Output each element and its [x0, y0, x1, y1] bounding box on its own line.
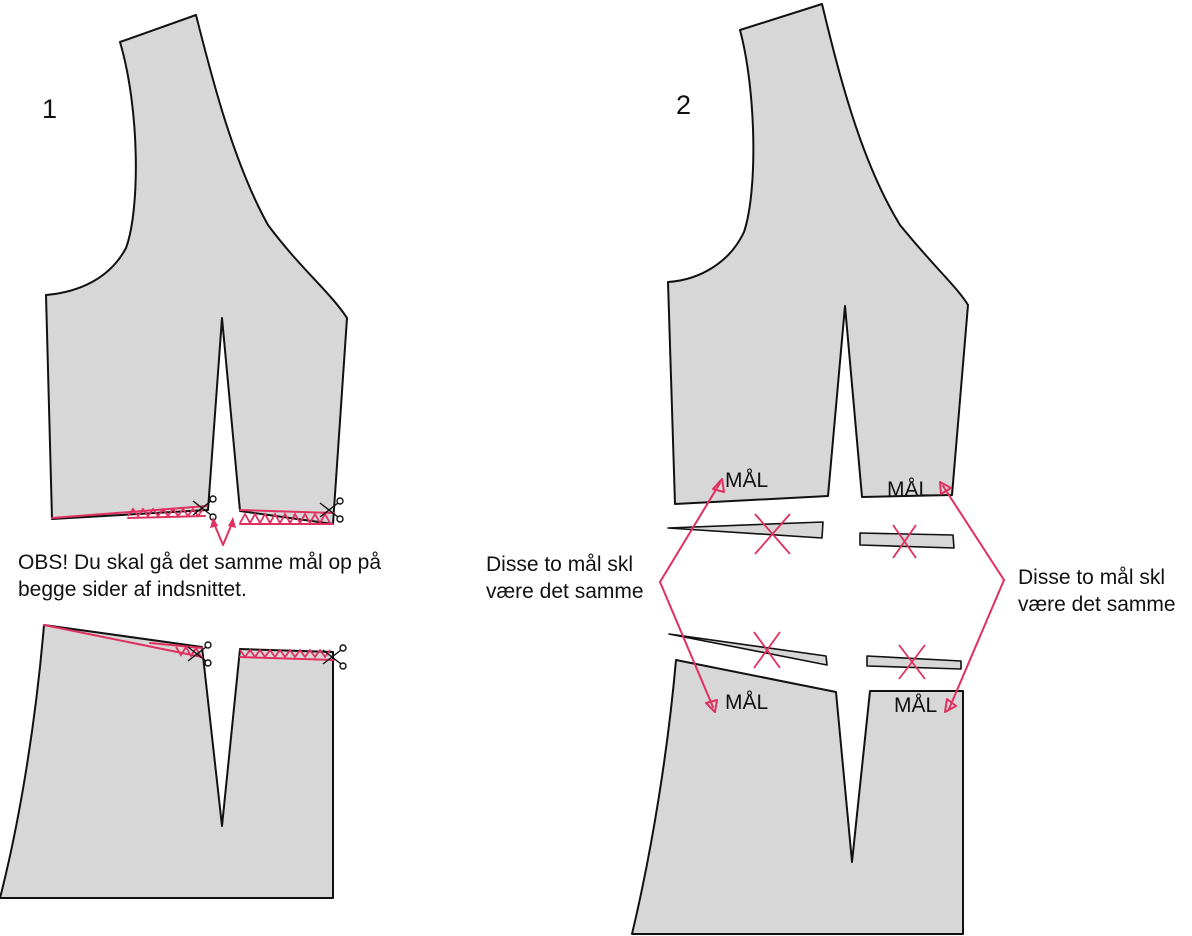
step2-upper-bodice-piece	[667, 3, 969, 505]
step1-lower-left-cut-line	[43, 624, 203, 658]
right-arrowhead-down	[944, 698, 957, 713]
step1-lower-skirt-piece	[0, 624, 334, 899]
obs-pointer-arrows	[212, 520, 234, 546]
step1-upper-bodice-piece	[45, 14, 348, 525]
left-arrowhead-up	[712, 478, 725, 493]
measure-label-lower-right: MÅL	[894, 694, 938, 717]
left-comparison-arrow-up	[659, 482, 721, 583]
step1-upper-left-baseline	[127, 515, 206, 519]
step2-removed-strip-lower-left	[668, 633, 828, 666]
scissors-icon	[319, 497, 344, 523]
measure-label-upper-left: MÅL	[725, 469, 769, 492]
obs-note-line1: OBS! Du skal gå det samme mål op på	[18, 551, 381, 574]
step1-lower-left-baseline	[149, 642, 203, 649]
step2-lower-skirt-piece	[631, 659, 964, 935]
scissors-icon	[322, 644, 347, 670]
step2-removed-strip-upper-right	[859, 532, 955, 549]
step1-upper-right-cut-line	[239, 509, 335, 514]
obs-arrowhead-left	[210, 517, 218, 528]
remove-cross-icon	[753, 631, 781, 669]
same-measure-note-right-line2: være det samme	[1018, 593, 1176, 616]
right-arrowhead-up	[939, 481, 952, 495]
step1-lower-left-zigzag	[175, 645, 202, 658]
measure-label-upper-right: MÅL	[887, 478, 931, 501]
left-arrowhead-down	[705, 699, 718, 713]
same-measure-note-right: Disse to mål skl være det samme	[1018, 564, 1176, 618]
same-measure-note-right-line1: Disse to mål skl	[1018, 566, 1166, 589]
obs-note: OBS! Du skal gå det samme mål op på begg…	[18, 549, 381, 603]
step-number-1: 1	[42, 94, 58, 124]
step1-upper-right-zigzag	[239, 512, 331, 525]
step1-upper-left-zigzag	[127, 507, 204, 518]
remove-cross-icon	[898, 644, 926, 680]
same-measure-note-left: Disse to mål skl være det samme	[486, 551, 644, 605]
step2-removed-strip-lower-right	[866, 655, 962, 670]
right-comparison-arrow-down	[948, 579, 1005, 710]
step1-lower-right-zigzag	[239, 648, 331, 659]
right-comparison-arrow-up	[942, 485, 1005, 581]
obs-arrowhead-right	[228, 517, 236, 528]
remove-cross-icon	[892, 524, 917, 559]
same-measure-note-left-line1: Disse to mål skl	[486, 553, 634, 576]
obs-note-line2: begge sider af indsnittet.	[18, 578, 247, 601]
scissors-icon	[187, 641, 212, 667]
step1-upper-left-cut-line	[51, 505, 208, 519]
measure-label-lower-left: MÅL	[725, 691, 769, 714]
same-measure-note-left-line2: være det samme	[486, 580, 644, 603]
left-comparison-arrow-down	[659, 581, 714, 708]
remove-cross-icon	[754, 513, 791, 555]
step2-removed-strip-upper-left	[667, 521, 824, 539]
step-number-2: 2	[676, 90, 692, 120]
